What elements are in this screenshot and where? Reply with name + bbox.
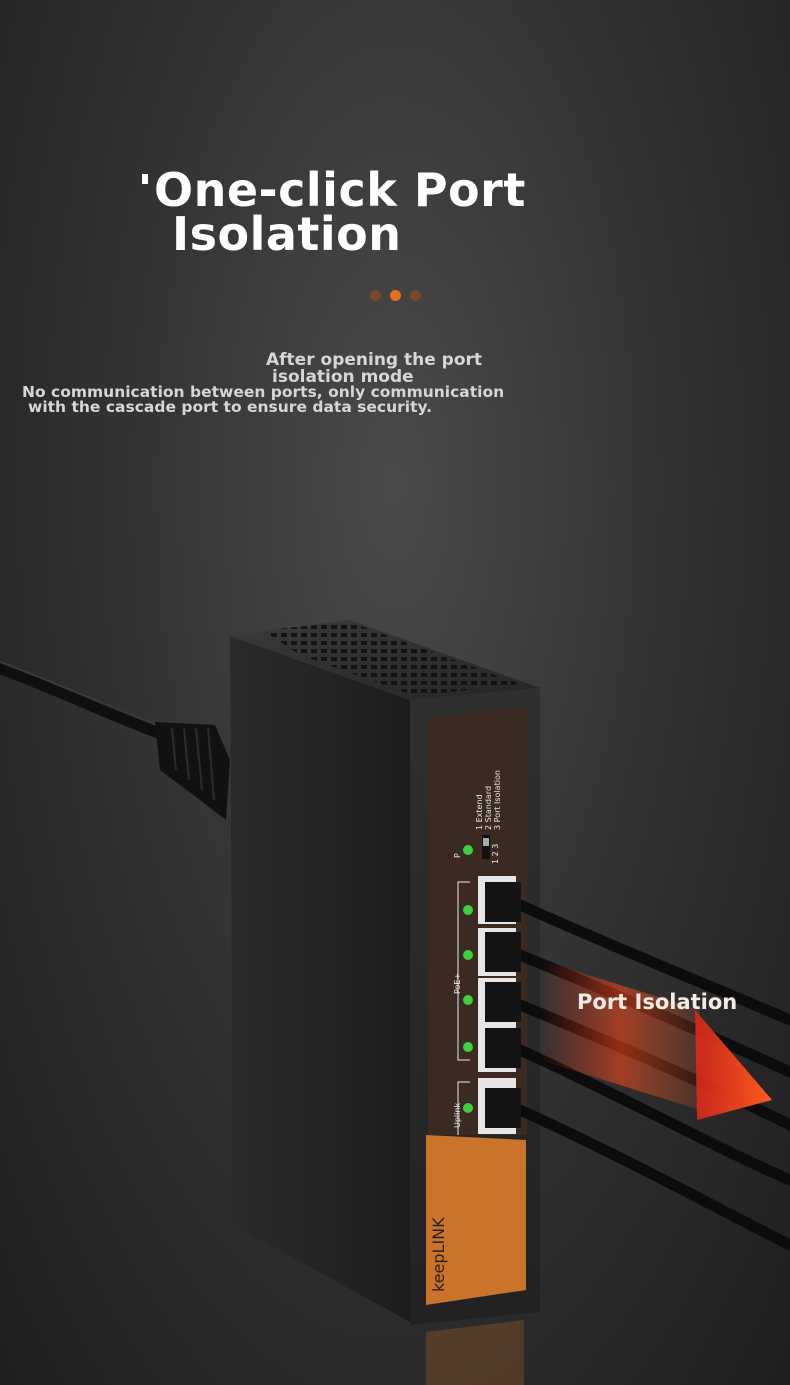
carousel-dot-3[interactable] xyxy=(410,290,421,301)
description-line-2: isolation mode xyxy=(272,367,414,387)
headline: One-click Port Isolation xyxy=(142,167,662,261)
switch-side xyxy=(230,636,410,1322)
mode-label-1: 1 Extend xyxy=(475,794,484,830)
headline-line-2: Isolation xyxy=(172,207,402,261)
poe-label: PoE+ xyxy=(453,973,462,994)
description-line-1: After opening the port xyxy=(266,350,483,370)
headline-mark xyxy=(142,174,148,184)
description-line-3: No communication between ports, only com… xyxy=(22,383,505,401)
carousel-dot-2[interactable] xyxy=(390,290,401,301)
power-cable xyxy=(0,661,230,820)
carousel-dots xyxy=(370,290,421,301)
description-line-4: with the cascade port to ensure data sec… xyxy=(28,398,433,416)
isolation-arrow xyxy=(695,1010,772,1120)
headline-line-1: One-click Port xyxy=(154,163,526,217)
status-leds xyxy=(463,845,473,1113)
brand-panel xyxy=(426,1135,526,1305)
mode-label-3: 3 Port Isolation xyxy=(493,770,502,830)
switch-numbers: 1 2 3 xyxy=(491,844,500,864)
mode-label-2: 2 Standard xyxy=(484,786,493,830)
brand-logo: keepLINK xyxy=(429,1217,448,1292)
port-isolation-callout: Port Isolation xyxy=(577,990,738,1014)
power-label: P xyxy=(453,853,462,858)
carousel-dot-1[interactable] xyxy=(370,290,381,301)
uplink-label: Uplink xyxy=(453,1103,462,1128)
